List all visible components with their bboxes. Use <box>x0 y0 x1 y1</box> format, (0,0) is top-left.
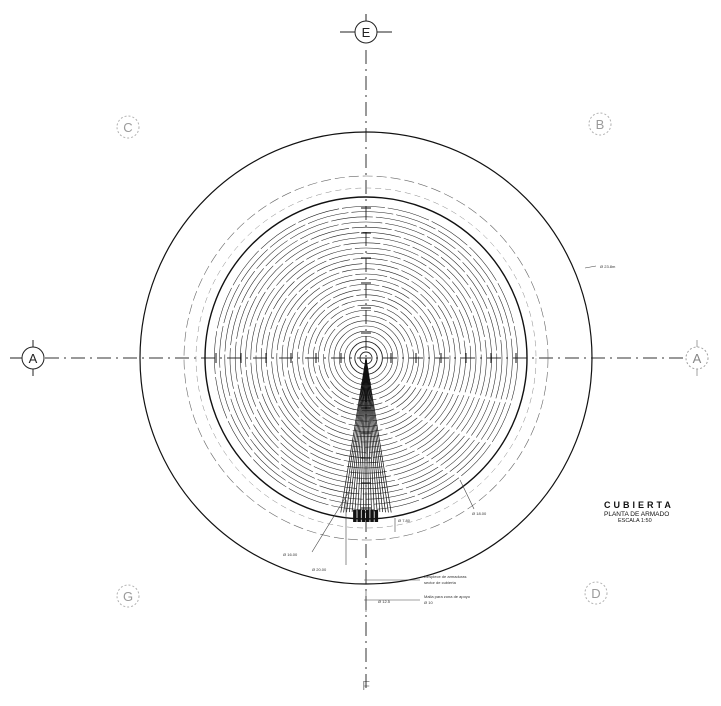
axis-label-upper-right: B <box>596 117 605 132</box>
radial-rebar <box>357 357 367 512</box>
dashed-ring-1 <box>183 175 549 541</box>
axis-label-left: A <box>29 351 38 366</box>
axis-ticks <box>215 207 517 509</box>
rebar-detail-block <box>370 510 374 522</box>
axis-marker-bottom: F <box>362 678 370 693</box>
rebar-ring <box>307 299 425 417</box>
axis-marker-lower-left: G <box>116 584 140 608</box>
radial-rebar <box>365 357 381 512</box>
drawing-scale: ESCALA 1:50 <box>618 518 652 524</box>
rebar-detail-block <box>366 510 370 522</box>
axis-label-right: A <box>693 351 702 366</box>
axis-marker-right: A <box>685 340 709 376</box>
legend-line-3: Malla para zona de apoyo <box>424 594 471 599</box>
title-block: CUBIERTA PLANTA DE ARMADO ESCALA 1:50 <box>604 500 721 524</box>
radial-rebar <box>365 357 378 512</box>
radial-rebar <box>365 357 392 513</box>
radial-rebar <box>340 357 367 513</box>
axis-marker-left: A <box>10 340 45 376</box>
annotation-left-note-2: Ø 20.00 <box>312 567 327 572</box>
annotation-center-note: Ø 7.80 <box>398 518 411 523</box>
drawing-title: CUBIERTA <box>604 500 674 510</box>
axis-marker-top: E <box>340 14 392 44</box>
dashed-ring-2 <box>195 187 537 529</box>
radial-rebar-fan <box>340 357 392 522</box>
axis-label-upper-left: C <box>123 120 132 135</box>
radial-rebar <box>343 357 367 513</box>
legend-line-1: Despiece de armaduras <box>424 574 466 579</box>
radial-rebar <box>365 357 389 513</box>
annotation-left-note-1: Ø 16.00 <box>283 552 298 557</box>
rebar-detail-block <box>361 510 366 522</box>
annotation-outer-ring: Ø 23.8m <box>600 264 616 269</box>
outer-ring-circle <box>139 131 593 585</box>
axis-label-lower-right: D <box>591 586 600 601</box>
axis-label-bottom: F <box>362 678 370 693</box>
legend-line-2: sector de cubierta <box>424 580 457 585</box>
radial-rebar <box>365 357 384 513</box>
drawing-subtitle: PLANTA DE ARMADO <box>604 511 670 518</box>
annotation-right-note: Ø 18.00 <box>472 511 487 516</box>
axis-marker-upper-right: B <box>588 112 612 136</box>
rebar-detail-block <box>353 510 357 522</box>
legend-line-4: Ø 10 <box>424 600 433 605</box>
radial-rebar <box>351 357 367 512</box>
axis-label-lower-left: G <box>123 589 133 604</box>
radial-rebar <box>365 357 386 513</box>
radial-rebar <box>346 357 367 513</box>
axis-marker-lower-right: D <box>584 581 608 605</box>
rebar-detail-block <box>374 510 379 522</box>
axis-marker-upper-left: C <box>116 115 140 139</box>
annotations <box>311 265 597 612</box>
radial-rebar <box>365 357 375 512</box>
annotation-bottom-note: Ø 12.5 <box>378 599 391 604</box>
axis-label-top: E <box>362 25 371 40</box>
rebar-detail-block <box>357 510 361 522</box>
radial-rebar <box>348 357 367 513</box>
radial-rebar <box>354 357 367 512</box>
